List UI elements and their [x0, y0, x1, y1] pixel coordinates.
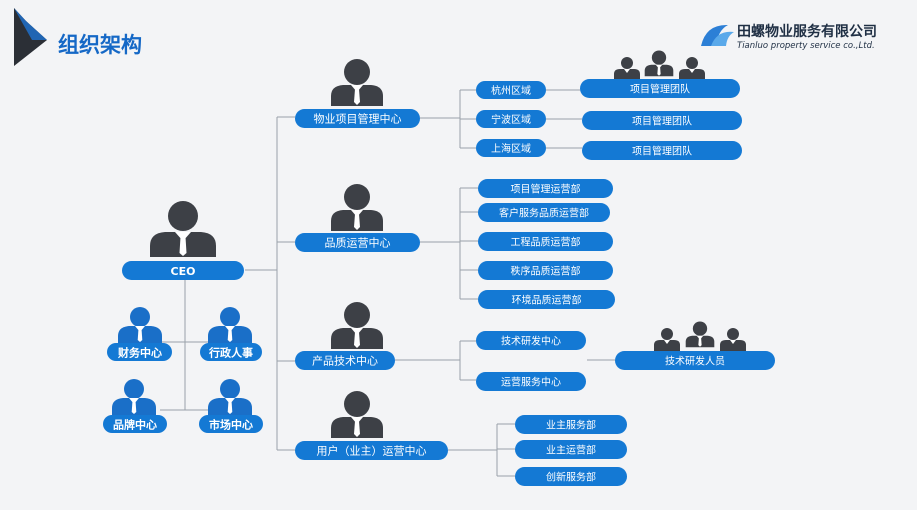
- department-node: 运营服务中心: [476, 372, 586, 391]
- region-node: 杭州区域: [476, 81, 546, 99]
- logo-icon: [701, 24, 734, 46]
- support-node: 财务中心: [107, 307, 172, 361]
- person-icon: [150, 201, 216, 257]
- department-node: 客户服务品质运营部: [478, 203, 610, 222]
- person-icon: [112, 379, 156, 416]
- center-label: 品质运营中心: [325, 236, 391, 250]
- department-label: 客户服务品质运营部: [499, 207, 589, 220]
- department-label: 运营服务中心: [501, 376, 561, 389]
- center-node: 产品技术中心: [295, 302, 395, 370]
- department-label: 工程品质运营部: [511, 236, 581, 249]
- support-label: 财务中心: [117, 346, 162, 360]
- department-label: 业主运营部: [546, 444, 596, 457]
- person-icon: [118, 307, 162, 344]
- person-icon: [208, 379, 252, 416]
- team-label: 项目管理团队: [632, 145, 692, 158]
- person-icon: [331, 302, 383, 349]
- department-node: 秩序品质运营部: [478, 261, 613, 280]
- ceo-node: CEO: [122, 201, 244, 280]
- person-icon: [331, 391, 383, 438]
- team-node: 技术研发人员: [615, 351, 775, 370]
- region-node: 上海区域: [476, 139, 546, 157]
- department-label: 环境品质运营部: [512, 294, 582, 307]
- support-label: 市场中心: [209, 418, 253, 432]
- team-label: 项目管理团队: [630, 83, 690, 96]
- person-icon: [331, 59, 383, 106]
- region-label: 上海区域: [491, 142, 531, 155]
- region-label: 杭州区域: [491, 84, 531, 97]
- support-label: 品牌中心: [113, 418, 157, 432]
- department-node: 技术研发中心: [476, 331, 586, 350]
- page-title: 组织架构: [58, 33, 142, 57]
- center-label: 用户（业主）运营中心: [317, 444, 427, 458]
- person-icon: [331, 184, 383, 231]
- center-label: 产品技术中心: [312, 354, 378, 368]
- region-label: 宁波区域: [491, 113, 531, 126]
- person-icon: [208, 307, 252, 344]
- ceo-label: CEO: [171, 265, 196, 278]
- department-node: 创新服务部: [515, 467, 627, 486]
- support-node: 市场中心: [199, 379, 263, 433]
- department-node: 环境品质运营部: [478, 290, 615, 309]
- department-label: 秩序品质运营部: [511, 265, 581, 278]
- center-node: 品质运营中心: [295, 184, 420, 252]
- company-name-cn: 田螺物业服务有限公司: [737, 23, 877, 40]
- department-node: 项目管理运营部: [478, 179, 613, 198]
- center-node: 用户（业主）运营中心: [295, 391, 448, 460]
- department-node: 工程品质运营部: [478, 232, 613, 251]
- department-label: 技术研发中心: [501, 335, 561, 348]
- connector-lines: [140, 89, 615, 477]
- center-node: 物业项目管理中心: [295, 59, 420, 128]
- team-node: 项目管理团队: [582, 141, 742, 160]
- team-node: 项目管理团队: [580, 79, 740, 98]
- team-node: 项目管理团队: [582, 111, 742, 130]
- support-node: 品牌中心: [103, 379, 167, 433]
- department-label: 业主服务部: [546, 419, 596, 432]
- department-node: 业主运营部: [515, 440, 627, 459]
- team-icon: [614, 50, 705, 80]
- department-label: 项目管理运营部: [511, 183, 581, 196]
- department-node: 业主服务部: [515, 415, 627, 434]
- team-icon: [654, 321, 746, 351]
- support-label: 行政人事: [208, 346, 253, 360]
- team-label: 项目管理团队: [632, 115, 692, 128]
- support-node: 行政人事: [200, 307, 262, 361]
- department-label: 创新服务部: [546, 471, 596, 484]
- region-node: 宁波区域: [476, 110, 546, 128]
- company-name-en: Tianluo property service co.,Ltd.: [737, 41, 875, 51]
- team-label: 技术研发人员: [665, 355, 725, 368]
- center-label: 物业项目管理中心: [314, 112, 402, 126]
